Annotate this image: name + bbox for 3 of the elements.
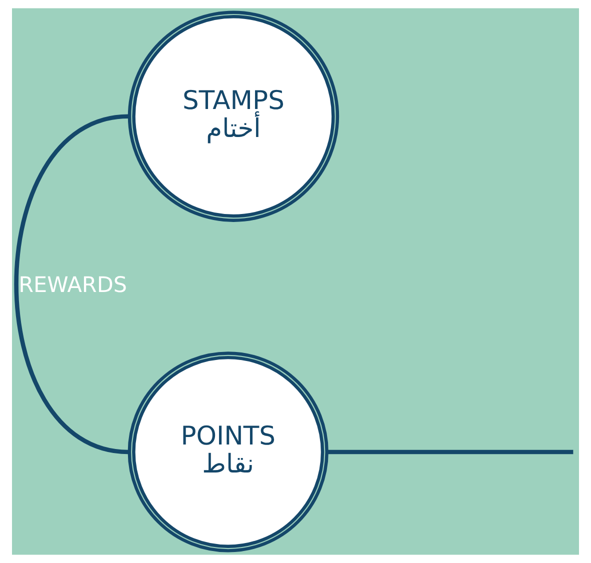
connector — [14, 114, 129, 454]
connector — [326, 450, 574, 454]
edge-label: REWARDS — [18, 273, 128, 298]
